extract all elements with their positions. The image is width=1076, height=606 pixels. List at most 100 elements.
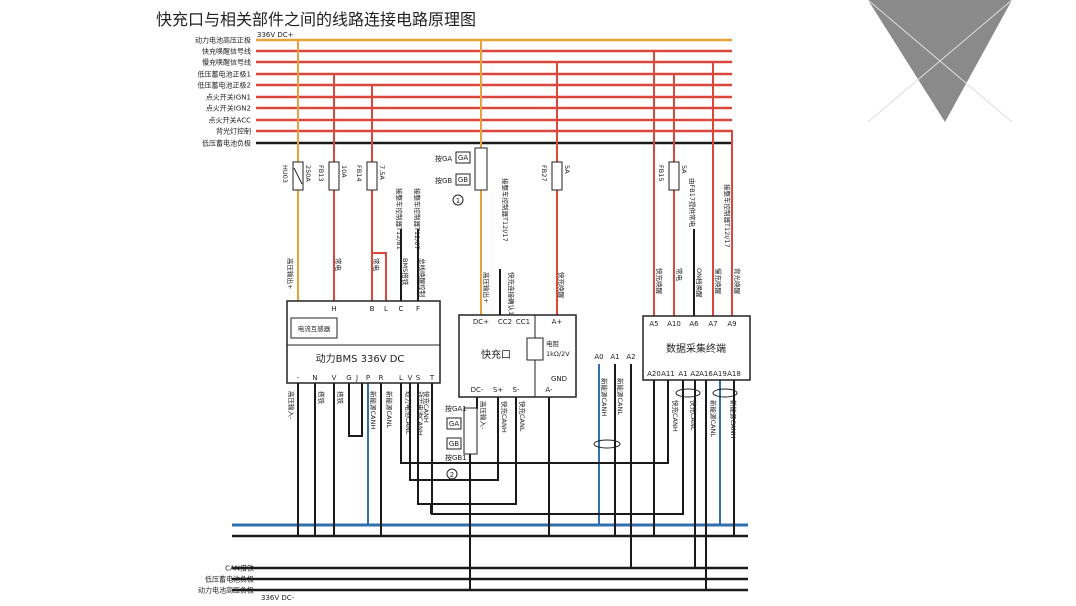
current-sensor-box	[290, 317, 338, 339]
wire-fb14-l	[372, 252, 387, 301]
annot-fcp-note: 接整车控制器T12I/17	[501, 178, 510, 242]
bms-bottom-pin: L	[399, 374, 403, 382]
fcp-bottom-wire-label: 高压输入-	[479, 401, 488, 430]
bms-top-pin: C	[399, 305, 404, 313]
dau-top-pin: A7	[708, 320, 717, 328]
bms-title: 动力BMS 336V DC	[316, 352, 405, 365]
fuse-rating: 7.5A	[378, 165, 386, 180]
bms-bottom-pin: G	[346, 374, 351, 382]
fast-charge-port-box	[458, 314, 577, 398]
bus-label: 低压蓄电池正极1	[198, 70, 251, 79]
dau-bottom-pin: A16	[699, 370, 713, 378]
page-title: 快充口与相关部件之间的线路连接电路原理图	[156, 10, 477, 29]
fcp-top-pin: DC+	[473, 318, 489, 326]
fuse-name: FB15	[657, 165, 665, 181]
fuse-mark	[293, 167, 303, 185]
bus-label: 点火开关IGN1	[206, 93, 251, 102]
fcp-top-wire-label: 高压输出+	[482, 272, 491, 303]
dau-top-pin: A9	[727, 320, 736, 328]
twisted-pair-mark	[593, 439, 621, 449]
annot-gb1: 按GB1	[445, 453, 467, 462]
mid-pin: A1	[610, 353, 619, 361]
bms-top-pin: H	[331, 305, 336, 313]
fcp-switch-2	[463, 407, 478, 455]
wire-dau-a11	[401, 380, 669, 464]
fcp-bottom-pin: S-	[513, 386, 520, 394]
annot-ga-box: GA	[458, 154, 468, 162]
bus-label: 低压蓄电池正极2	[198, 81, 251, 90]
fuse-rating: 5A	[680, 165, 688, 174]
fuse-name: FB14	[355, 165, 363, 181]
annot-gb-box: GB	[458, 176, 468, 184]
fcp-switch	[474, 147, 488, 191]
bus-note: 336V DC-	[261, 594, 295, 602]
data-terminal-box	[642, 315, 751, 381]
fcp-gnd: GND	[551, 375, 567, 383]
fuse-rating: 10A	[340, 165, 348, 178]
dau-bottom-wire-label: 新能源CANL	[709, 400, 718, 437]
fuse	[668, 161, 680, 191]
bms-bottom-wire-label: 动力电池CANL	[404, 391, 413, 435]
bms-top-wire-label: BMS搭铁	[401, 258, 410, 286]
dau-bottom-pin: A18	[727, 370, 741, 378]
resistor	[526, 337, 544, 361]
bus-label: 动力电池高压负极	[198, 586, 254, 595]
dau-top-pin: A10	[667, 320, 681, 328]
fuse	[551, 161, 563, 191]
bus-label: 动力电池高压正极	[195, 36, 251, 45]
wire-bms-can	[431, 383, 536, 515]
dau-bottom-pin: A19	[713, 370, 727, 378]
bms-top-wire-label: 总线唤醒控制	[418, 258, 427, 298]
annot-t12-67: 接整车控制器T12/67	[413, 188, 422, 250]
wire-dau-a1	[536, 380, 684, 515]
bms-bottom-pin: T	[429, 374, 435, 382]
mid-pin: A0	[594, 353, 603, 361]
dau-top-wire-label: 快充唤醒	[655, 268, 664, 295]
dau-top-wire-label: 背光唤醒	[733, 268, 742, 295]
bms-bottom-pin: V	[332, 374, 337, 382]
fuse-name: FB13	[317, 165, 325, 181]
wire-bms-gj	[348, 383, 363, 437]
gb1-box	[446, 437, 462, 450]
wire-fcp-s-plus	[410, 397, 499, 481]
dau-title: 数据采集终端	[666, 342, 726, 355]
resistor-label: 1kΩ/2V	[546, 350, 570, 358]
fcp-bottom-wire-label: 快充CANH	[500, 401, 509, 433]
annot-n2: 2	[450, 471, 454, 479]
fuse	[366, 161, 378, 191]
bms-bottom-wire-label: 动力电池CANH	[416, 391, 425, 436]
fuse-name: FB27	[540, 165, 548, 181]
bms-bottom-wire-label: 高压输入-	[287, 391, 296, 420]
corner-decoration	[867, 0, 1013, 123]
bms-bottom-pin: V	[408, 374, 413, 382]
bms-top-pin: B	[370, 305, 375, 313]
bms-top-wire-label: 常电	[372, 258, 381, 272]
dau-bottom-wire-label: 新能源CANH	[729, 400, 738, 438]
bms-bottom-pin: J	[355, 374, 358, 382]
bms-bottom-wire-label: 新能源CANH	[369, 391, 378, 429]
dau-top-wire-label: ON档唤醒	[695, 268, 704, 298]
bms-top-pin: F	[416, 305, 420, 313]
annot-ga1-box: GA	[449, 420, 459, 428]
bus-label: 低压蓄电池负极	[202, 139, 251, 148]
bus-label: 点火开关ACC	[209, 116, 252, 125]
bus-note: 336V DC+	[257, 31, 294, 39]
bms-bottom-wire-label: 搭铁	[336, 391, 345, 405]
bus-label: 慢充唤醒信号线	[202, 58, 251, 67]
bms-bottom-pin: -	[297, 374, 300, 382]
dau-bottom-pin: A2	[690, 370, 699, 378]
fcp-top-pin: CC2	[498, 318, 512, 326]
dau-top-wire-label: 常电	[675, 268, 684, 282]
bms-bottom-pin: P	[366, 374, 370, 382]
gb-box	[455, 173, 471, 186]
dau-top-pin: A6	[689, 320, 699, 328]
marker-circle	[446, 468, 458, 480]
twisted-pair-mark	[675, 388, 701, 398]
mid-pin: A2	[626, 353, 635, 361]
dau-bottom-wire-label: 快充CANH	[671, 400, 680, 432]
fcp-top-pin: A+	[552, 318, 563, 326]
annot-gb: 按GB	[435, 176, 452, 185]
fcp-bottom-pin: A-	[545, 386, 553, 394]
dau-top-pin: A5	[649, 320, 658, 328]
